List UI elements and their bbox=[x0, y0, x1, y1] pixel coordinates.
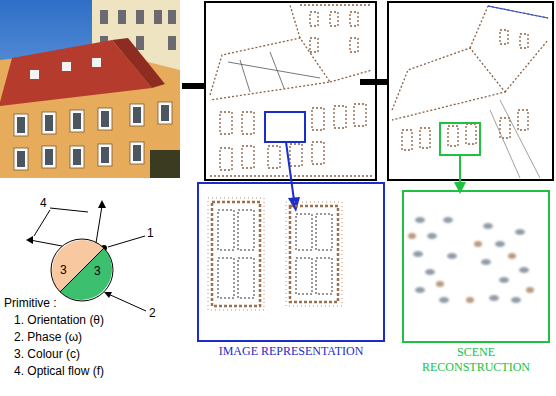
arrow-head bbox=[26, 236, 33, 244]
legend-heading: Primitive : bbox=[4, 296, 57, 310]
inset-caption: IMAGE REPRESENTATION bbox=[199, 344, 383, 359]
arrow-head bbox=[454, 182, 466, 194]
arrow-head bbox=[288, 197, 300, 212]
circle-outline bbox=[50, 238, 114, 302]
primitive-attribute: 1. Orientation (θ) bbox=[14, 313, 104, 327]
colour-number: 3 bbox=[94, 264, 101, 278]
primitive-attribute: 3. Colour (c) bbox=[14, 347, 80, 361]
colour-number: 3 bbox=[60, 263, 67, 277]
inset-windows bbox=[208, 198, 342, 310]
inset-reconstruction bbox=[408, 217, 534, 303]
zoom-arrow bbox=[459, 155, 461, 184]
primitive-circle: 33 bbox=[50, 238, 114, 302]
arrow-head bbox=[98, 200, 106, 208]
callout-number: 2 bbox=[149, 306, 156, 320]
callout-number: 1 bbox=[147, 226, 154, 240]
inset-box: SCENE RECONSTRUCTION bbox=[402, 190, 550, 343]
building-photo bbox=[0, 0, 180, 178]
zoom-arrow bbox=[286, 142, 294, 200]
edge-image bbox=[205, 2, 376, 180]
primitive-attribute: 2. Phase (ω) bbox=[14, 330, 82, 344]
inset-box: IMAGE REPRESENTATION bbox=[197, 182, 385, 342]
arrow-head bbox=[104, 292, 112, 298]
primitive-attribute: 4. Optical flow (f) bbox=[14, 364, 104, 378]
callout-lines bbox=[30, 206, 146, 311]
zoom-box bbox=[265, 112, 305, 142]
callout-number: 4 bbox=[40, 196, 47, 210]
inset-caption: SCENE RECONSTRUCTION bbox=[404, 345, 548, 375]
reconstruction-image bbox=[388, 0, 553, 180]
zoom-box bbox=[440, 123, 480, 155]
